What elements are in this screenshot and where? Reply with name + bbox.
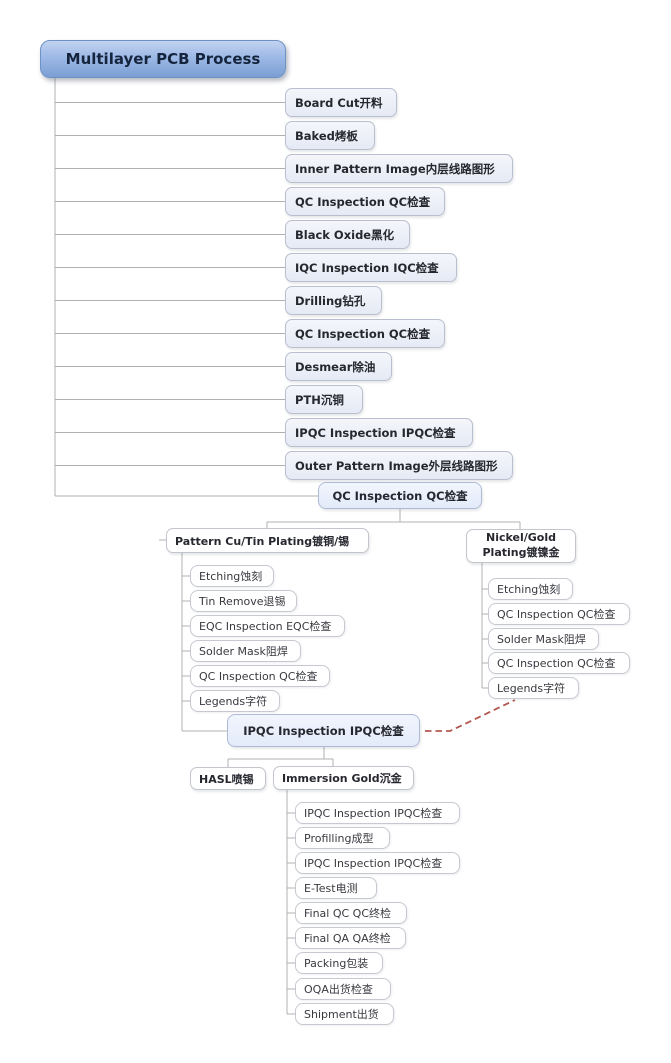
node-qc-inspection-gate: QC Inspection QC检查 [318, 482, 482, 509]
node-nickel-gold-plating: Nickel/Gold Plating镀镍金 [466, 529, 576, 563]
node-desmear: Desmear除油 [285, 352, 392, 381]
nickel-branch-rail [481, 563, 488, 689]
node-ipqc-inspection-gate: IPQC Inspection IPQC检查 [227, 714, 420, 747]
node-pattern-etching: Etching蚀刻 [190, 565, 274, 587]
qc-gate-split-lines [159, 509, 521, 541]
node-pattern-eqc-inspection: EQC Inspection EQC检查 [190, 615, 345, 637]
node-drilling: Drilling钻孔 [285, 286, 382, 315]
node-final-qa: Final QA QA终检 [295, 927, 406, 949]
immersion-branch-rail [286, 790, 295, 1015]
node-pattern-tin-remove: Tin Remove退锡 [190, 590, 297, 612]
node-ipqc-inspection-main: IPQC Inspection IPQC检查 [285, 418, 473, 447]
node-baked: Baked烤板 [285, 121, 375, 150]
trunk-and-branch-lines [54, 78, 318, 497]
node-final-qc: Final QC QC终检 [295, 902, 407, 924]
node-root-multilayer-pcb-process: Multilayer PCB Process [40, 40, 286, 78]
node-qc-inspection-2: QC Inspection QC检查 [285, 319, 445, 348]
node-nickel-qc-inspection-2: QC Inspection QC检查 [488, 652, 630, 674]
node-e-test: E-Test电测 [295, 877, 377, 899]
pattern-branch-rail [181, 553, 227, 732]
node-nickel-legends: Legends字符 [488, 677, 579, 699]
node-nickel-etching: Etching蚀刻 [488, 578, 573, 600]
nickel-gold-line2: Plating镀镍金 [482, 546, 560, 559]
node-immersion-ipqc-inspection-1: IPQC Inspection IPQC检查 [295, 802, 460, 824]
cross-reference-dashed-line [425, 699, 516, 732]
node-board-cut: Board Cut开料 [285, 88, 397, 117]
nickel-gold-line1: Nickel/Gold [486, 531, 556, 545]
node-shipment: Shipment出货 [295, 1003, 394, 1025]
node-oqa: OQA出货检查 [295, 978, 391, 1000]
node-pth: PTH沉铜 [285, 385, 363, 414]
node-pattern-solder-mask: Solder Mask阻焊 [190, 640, 301, 662]
node-pattern-legends: Legends字符 [190, 690, 280, 712]
node-immersion-ipqc-inspection-2: IPQC Inspection IPQC检查 [295, 852, 460, 874]
node-hasl: HASL喷锡 [190, 767, 266, 790]
node-iqc-inspection: IQC Inspection IQC检查 [285, 253, 457, 282]
node-profilling: Profilling成型 [295, 827, 390, 849]
node-qc-inspection-1: QC Inspection QC检查 [285, 187, 445, 216]
node-nickel-solder-mask: Solder Mask阻焊 [488, 628, 599, 650]
ipqc-gate-split-lines [227, 747, 334, 767]
node-packing: Packing包装 [295, 952, 383, 974]
node-nickel-qc-inspection-1: QC Inspection QC检查 [488, 603, 630, 625]
node-pattern-qc-inspection: QC Inspection QC检查 [190, 665, 330, 687]
node-inner-pattern-image: Inner Pattern Image内层线路图形 [285, 154, 513, 183]
node-pattern-cu-tin-plating: Pattern Cu/Tin Plating镀铜/锡 [166, 528, 369, 553]
node-outer-pattern-image: Outer Pattern Image外层线路图形 [285, 451, 513, 480]
node-immersion-gold: Immersion Gold沉金 [273, 766, 414, 790]
node-black-oxide: Black Oxide黑化 [285, 220, 410, 249]
